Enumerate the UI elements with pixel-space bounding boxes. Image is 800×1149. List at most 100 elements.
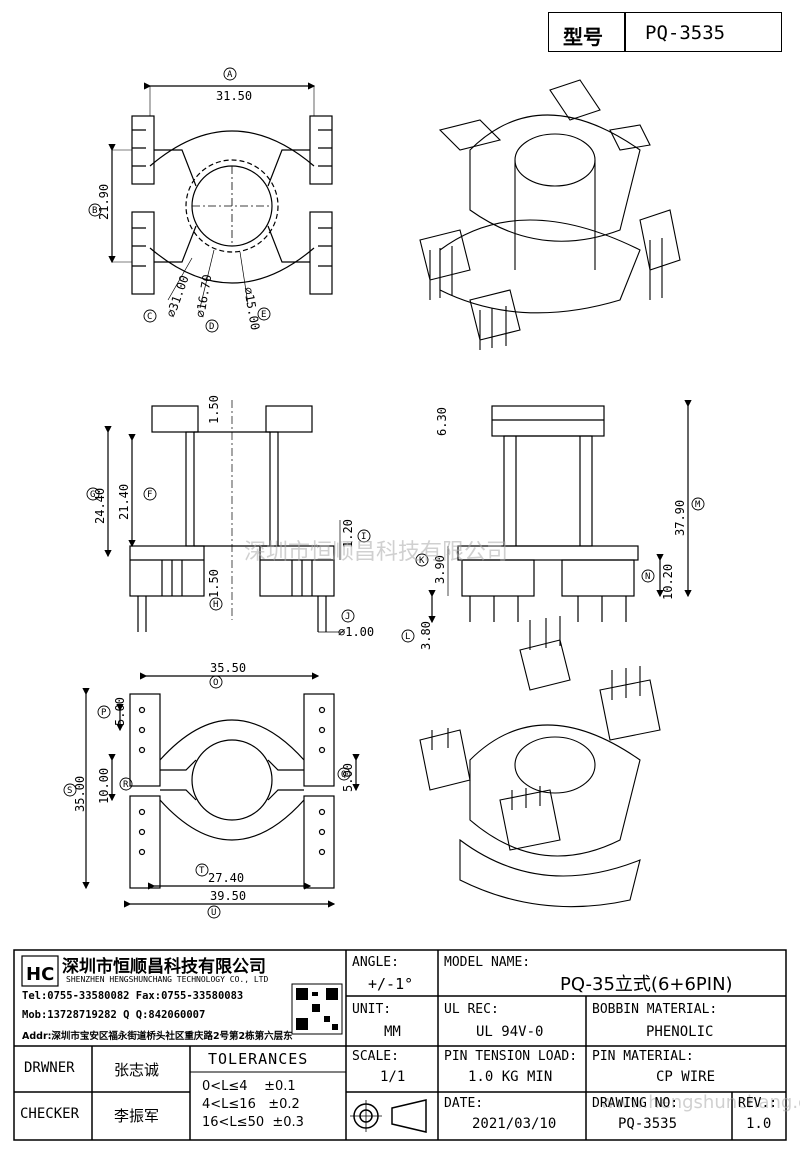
svg-text:HC: HC (26, 964, 54, 985)
svg-text:E: E (261, 310, 266, 320)
model-name-value: PQ-35立式(6+6PIN) (560, 974, 733, 995)
dim-k: 3.90 (433, 555, 447, 584)
company-addr: Addr:深圳市宝安区福永街道桥头社区重庆路2号第2栋第六层东 (22, 1031, 293, 1042)
svg-text:O: O (213, 678, 218, 688)
label-q: Q (337, 767, 351, 781)
bobbin-value: PHENOLIC (646, 1024, 714, 1040)
dim-front-top: 6.30 (435, 407, 449, 436)
ul-label: UL REC: (444, 1002, 499, 1017)
date-value: 2021/03/10 (472, 1116, 557, 1132)
dim-g: 24.40 (93, 488, 107, 524)
dim-n: 10.20 (661, 564, 675, 600)
dim-e: ⌀15.00 (241, 286, 262, 331)
svg-text:U: U (211, 908, 216, 918)
label-i: I (357, 529, 371, 543)
label-b: B (88, 203, 102, 217)
date-label: DATE: (444, 1096, 484, 1111)
svg-text:I: I (361, 532, 366, 542)
rev-label: REV.: (738, 1096, 778, 1111)
watermark-company: 深圳市恒顺昌科技有限公司 (244, 540, 509, 565)
svg-text:N: N (645, 572, 650, 582)
qr-code (291, 983, 343, 1035)
iso-view-bottom (419, 616, 661, 908)
watermark-url: www.hengshunchang.com (600, 1092, 800, 1113)
tolerance-row-3: 16<L≤50 ±0.3 (202, 1115, 304, 1130)
company-tel: Tel:0755-33580082 Fax:0755-33580083 (22, 990, 244, 1002)
dim-h: 1.50 (207, 569, 221, 598)
rev-value: 1.0 (746, 1116, 772, 1132)
label-s: S (63, 783, 77, 797)
tolerance-row-2: 4<L≤16 ±0.2 (202, 1097, 300, 1112)
label-u: U (207, 905, 221, 919)
dim-d: ⌀16.70 (193, 273, 214, 318)
unit-value: MM (384, 1024, 401, 1040)
drawer-label: DRWNER (24, 1060, 75, 1076)
dim-side-top: 1.50 (207, 395, 221, 424)
label-a: A (223, 67, 237, 81)
drawing-no-value: PQ-3535 (618, 1116, 678, 1132)
company-name-cn: 深圳市恒顺昌科技有限公司 (62, 957, 266, 977)
svg-text:J: J (345, 612, 350, 622)
model-name-label: MODEL NAME: (444, 955, 531, 970)
label-g: G (86, 487, 100, 501)
unit-label: UNIT: (352, 1002, 392, 1017)
svg-text:Q: Q (341, 770, 346, 780)
title-block-grid (13, 949, 787, 1141)
svg-text:F: F (147, 490, 152, 500)
label-p: P (97, 705, 111, 719)
dim-f: 21.40 (117, 484, 131, 520)
checker-label: CHECKER (20, 1106, 80, 1122)
svg-text:R: R (123, 780, 129, 790)
pin-material-value: CP WIRE (656, 1069, 716, 1085)
iso-view-top (419, 79, 681, 350)
label-n: N (641, 569, 655, 583)
pin-material-label: PIN MATERIAL: (592, 1049, 694, 1064)
dim-pin: ⌀1.00 (338, 625, 374, 639)
svg-text:P: P (101, 708, 107, 718)
bottom-view (82, 672, 360, 908)
dim-right: 5.00 (341, 763, 355, 792)
scale-label: SCALE: (352, 1049, 399, 1064)
tension-value: 1.0 KG MIN (468, 1069, 553, 1085)
type-label: 型号 (563, 25, 603, 49)
svg-text:H: H (213, 600, 218, 610)
svg-text:D: D (209, 322, 214, 332)
dim-p: 5.00 (113, 697, 127, 726)
label-e: E (257, 307, 271, 321)
tolerance-row-1: 0<L≤4 ±0.1 (202, 1079, 296, 1094)
top-view (108, 82, 333, 309)
angle-value: +/-1° (368, 975, 414, 993)
svg-text:G: G (90, 490, 95, 500)
label-h: H (209, 597, 223, 611)
dim-a: 31.50 (216, 89, 252, 103)
dim-r: 10.00 (97, 768, 111, 804)
svg-text:C: C (147, 312, 152, 322)
company-name-en: SHENZHEN HENGSHUNCHANG TECHNOLOGY CO., L… (66, 975, 269, 984)
header-divider (624, 13, 626, 51)
label-o: O (209, 675, 223, 689)
dim-t: 27.40 (208, 871, 244, 885)
svg-text:T: T (199, 866, 205, 876)
dim-c: ⌀31.00 (164, 273, 192, 319)
drawer-name: 张志诚 (114, 1061, 160, 1079)
company-logo: HC (21, 955, 59, 987)
tension-label: PIN TENSION LOAD: (444, 1049, 578, 1064)
dim-u: 39.50 (210, 889, 246, 903)
svg-text:M: M (695, 500, 701, 510)
dim-l: 3.80 (419, 621, 433, 650)
dim-m: 37.90 (673, 500, 687, 536)
bobbin-label: BOBBIN MATERIAL: (592, 1002, 718, 1017)
model-number: PQ-3535 (645, 22, 726, 44)
label-d: D (205, 319, 219, 333)
dim-o: 35.50 (210, 661, 246, 675)
header-box: 型号 PQ-3535 (548, 12, 782, 52)
svg-text:A: A (227, 70, 233, 80)
checker-name: 李振军 (114, 1107, 160, 1125)
drawing-no-label: DRAWING NO: (592, 1096, 679, 1111)
label-t: T (195, 863, 209, 877)
front-view (428, 400, 692, 624)
svg-text:S: S (67, 786, 72, 796)
label-c: C (143, 309, 157, 323)
dim-i: 1.20 (341, 519, 355, 548)
